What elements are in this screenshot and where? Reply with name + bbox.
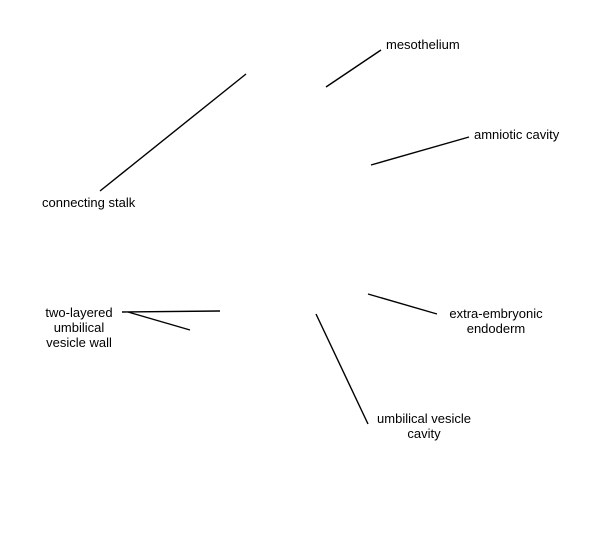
leader-line-two-layered-wall-upper: [121, 310, 221, 313]
label-line: two-layered: [45, 305, 113, 320]
label-line: vesicle wall: [46, 335, 112, 350]
label-line: endoderm: [466, 321, 526, 336]
label-two-layered-umbilical-vesicle-wall: two-layered umbilical vesicle wall: [36, 305, 122, 350]
label-line: umbilical: [53, 320, 105, 335]
leader-line-umbilical-vesicle-cavity: [315, 313, 369, 425]
label-amniotic-cavity: amniotic cavity: [474, 127, 560, 142]
label-line: cavity: [407, 426, 441, 441]
leader-line-two-layered-wall-lower: [127, 311, 191, 331]
leader-line-amniotic-cavity: [370, 136, 470, 166]
label-line: extra-embryonic: [449, 306, 543, 321]
label-line: umbilical vesicle: [377, 411, 471, 426]
leader-line-extra-embryonic-endoderm: [367, 293, 438, 315]
leader-line-connecting-stalk: [99, 73, 247, 192]
label-umbilical-vesicle-cavity: umbilical vesicle cavity: [368, 411, 480, 441]
label-connecting-stalk: connecting stalk: [42, 195, 136, 210]
leader-line-mesothelium: [325, 49, 382, 88]
label-mesothelium: mesothelium: [386, 37, 460, 52]
label-extra-embryonic-endoderm: extra-embryonic endoderm: [438, 306, 554, 336]
